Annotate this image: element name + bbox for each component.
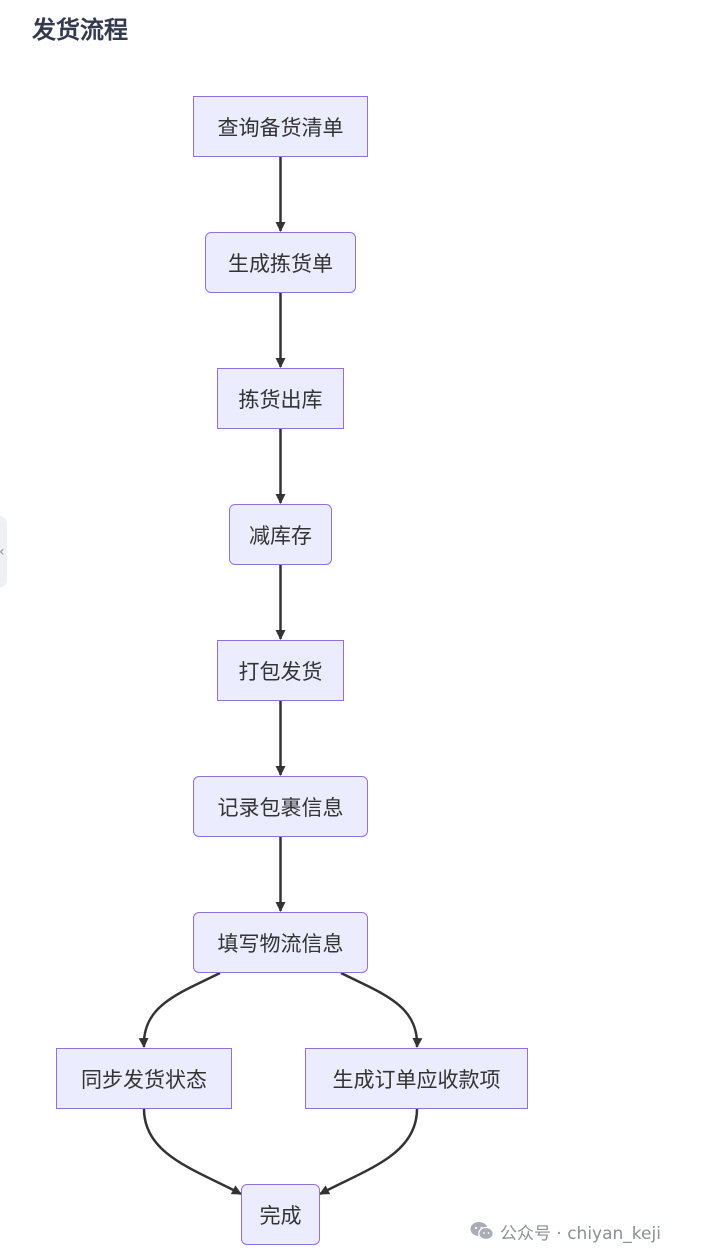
edge-n8-to-n10	[142, 1108, 242, 1196]
flow-node-n4: 减库存	[229, 504, 332, 565]
flow-node-n10: 完成	[241, 1184, 320, 1245]
flow-node-label: 生成拣货单	[228, 251, 333, 276]
flow-node-label: 完成	[259, 1203, 302, 1228]
page-title: 发货流程	[32, 16, 128, 44]
flow-node-label: 减库存	[249, 523, 312, 548]
chevron-left-icon: ‹	[0, 542, 5, 562]
flow-node-label: 拣货出库	[238, 387, 323, 412]
flow-node-n7: 填写物流信息	[193, 912, 368, 973]
flow-node-label: 打包发货	[238, 659, 323, 684]
flow-node-n6: 记录包裹信息	[193, 776, 368, 837]
watermark: 公众号 · chiyan_keji	[470, 1218, 661, 1244]
flow-node-n5: 打包发货	[217, 640, 344, 701]
edge-n7-to-n8	[138, 971, 221, 1048]
watermark-text: 公众号 · chiyan_keji	[500, 1223, 661, 1244]
wechat-icon	[470, 1222, 494, 1241]
flow-node-label: 生成订单应收款项	[332, 1067, 501, 1092]
flow-node-n8: 同步发货状态	[56, 1048, 232, 1109]
flow-node-label: 查询备货清单	[217, 115, 344, 140]
flow-node-n1: 查询备货清单	[193, 96, 368, 157]
flow-node-label: 记录包裹信息	[217, 795, 344, 820]
edge-n7-to-n9	[340, 971, 423, 1048]
flow-node-label: 填写物流信息	[217, 931, 344, 956]
edge-n9-to-n10	[319, 1108, 419, 1196]
side-collapse-tab[interactable]: ‹	[0, 516, 7, 588]
flow-node-n3: 拣货出库	[217, 368, 344, 429]
flow-node-label: 同步发货状态	[81, 1067, 207, 1092]
flow-node-n2: 生成拣货单	[205, 232, 356, 293]
flow-node-n9: 生成订单应收款项	[305, 1048, 528, 1109]
